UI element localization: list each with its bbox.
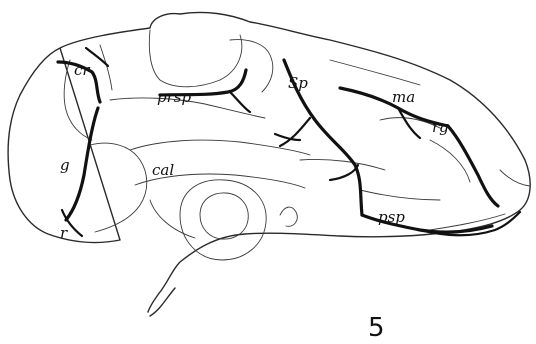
label-g: g — [60, 156, 70, 174]
label-prsp: prsp — [157, 88, 191, 106]
label-r: r — [60, 224, 68, 242]
label-psp: psp — [378, 208, 405, 226]
label-cr: cr — [74, 61, 90, 79]
label-ma: ma — [392, 88, 415, 106]
figure-number: 5 — [368, 313, 385, 343]
label-sp: Sp — [288, 74, 308, 92]
label-cal: cal — [152, 161, 174, 179]
label-rg: rg — [432, 118, 449, 136]
